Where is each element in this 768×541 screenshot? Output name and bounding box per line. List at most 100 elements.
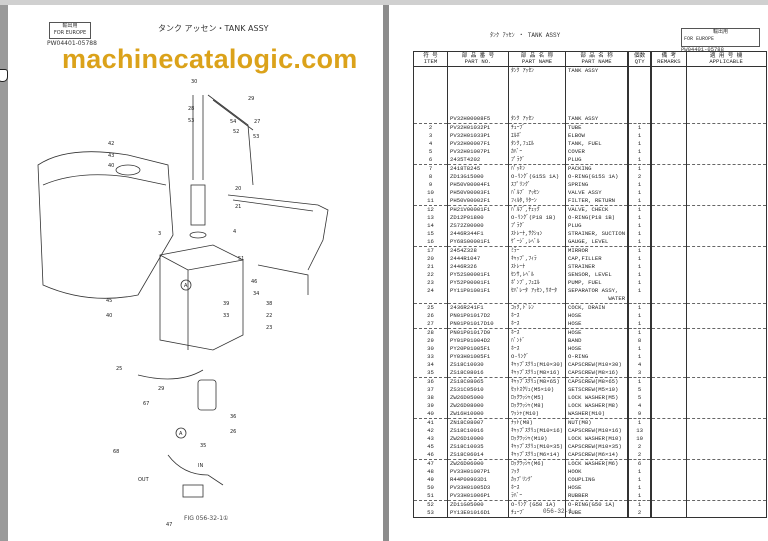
callout-number: 26 [230, 429, 236, 435]
strainer [190, 184, 206, 226]
part-name-en: VALVE, CHECK [565, 205, 629, 214]
applicable [685, 468, 767, 476]
part-name-jp: ｷｬｯﾌﾟｽｸﾘｭ(M10×30) [507, 361, 567, 369]
item-number: 27 [413, 320, 448, 329]
part-name-en: HOOK [565, 468, 629, 476]
column-header-en: REMARKS [657, 58, 681, 65]
callout-number: 67 [143, 401, 149, 407]
part-name-en: LOCK WASHER(M8) [565, 402, 629, 410]
part-name-jp: ｷｬｯﾌﾟ,ﾌｨﾗ [507, 255, 567, 263]
item-number: 11 [413, 197, 448, 206]
part-name-jp: ﾛｯｸﾜｯｼｬ(M8) [507, 402, 567, 410]
applicable [685, 271, 767, 279]
applicable [685, 353, 767, 361]
part-name-en: NUT(M8) [565, 418, 629, 427]
callout-number: 38 [266, 301, 272, 307]
part-number: PY52P00001F1 [447, 279, 509, 287]
item-number: 41 [413, 418, 448, 427]
part-number: PY11P01001F1 [447, 287, 509, 295]
quantity: 1 [627, 230, 653, 238]
part-name-jp: ﾛｯｸﾜｯｼｬ(M6) [507, 459, 567, 468]
quantity: 1 [627, 181, 653, 189]
applicable [685, 263, 767, 271]
callout-number: 40 [108, 163, 114, 169]
part-number: PV32H01033P1 [447, 132, 509, 140]
part-number [447, 295, 509, 304]
column-header-jp: 個数 [634, 51, 646, 59]
applicable [685, 402, 767, 410]
quantity: 5 [627, 386, 653, 394]
part-number: 2446R326 [447, 263, 509, 271]
callout-number: 4 [233, 229, 236, 235]
hand-tool-icon[interactable] [0, 69, 8, 82]
quantity: 1 [627, 279, 653, 287]
quantity: 1 [627, 328, 653, 337]
column-header-jp: 符 号 [423, 51, 438, 59]
part-number: 2444R1047 [447, 255, 509, 263]
part-number: PY13E01016D1 [447, 509, 509, 518]
quantity: 13 [627, 427, 653, 435]
viewer-toolbar [0, 0, 768, 5]
part-name-en: CAPSCREW(M10×30) [565, 361, 629, 369]
assembly-name-jp: ﾀﾝｸ ｱｯｾﾝ [507, 66, 567, 115]
remarks [650, 140, 687, 148]
part-name-en: RUBBER [565, 492, 629, 501]
part-name-en: O-RING(P18 1B) [565, 214, 629, 222]
part-number: ZS18C10035 [447, 443, 509, 451]
column-header-en: ITEM [423, 58, 438, 65]
column-header-jp: 備 考 [661, 51, 677, 59]
applicable [685, 132, 767, 140]
remarks [650, 476, 687, 484]
part-number: PV33H01005D3 [447, 484, 509, 492]
callout-number: 43 [108, 153, 114, 159]
remarks [650, 328, 687, 337]
part-name-jp: ﾌｨﾙﾀ,ﾘﾀｰﾝ [507, 197, 567, 206]
callout-number: IN [198, 463, 203, 469]
remarks [650, 148, 687, 156]
applicable [685, 214, 767, 222]
svg-text:A: A [179, 431, 183, 437]
applicable [685, 173, 767, 181]
callout-number: 34 [253, 291, 259, 297]
part-number: PY20P01005F1 [447, 345, 509, 353]
item-number: 40 [413, 410, 448, 419]
callout-number: 46 [251, 279, 257, 285]
part-name-jp: ﾎｰｽ [507, 345, 567, 353]
part-name-en: WATER [565, 295, 629, 304]
part-name-en: GAUGE, LEVEL [565, 238, 629, 247]
part-number: ZN18C08007 [447, 418, 509, 427]
part-name-jp: ﾎｰｽ [507, 484, 567, 492]
part-name-en: SEPARATOR ASSY, [565, 287, 629, 295]
remarks [650, 271, 687, 279]
tank-top-edge [42, 174, 167, 186]
assembly-header-row: ﾀﾝｸ ｱｯｾﾝ TANK ASSY [413, 66, 767, 115]
quantity: 1 [627, 303, 653, 312]
callout-number: 40 [106, 313, 112, 319]
page-title: タンク アッセン・TANK ASSY [158, 24, 269, 33]
item-number: 46 [413, 451, 448, 460]
item-number: 25 [413, 303, 448, 312]
item-number: 33 [413, 353, 448, 361]
applicable [685, 484, 767, 492]
callout-number: 54 [230, 119, 236, 125]
svg-text:A: A [184, 283, 188, 289]
callout-number: 20 [235, 186, 241, 192]
quantity: 1 [627, 287, 653, 295]
remarks [650, 222, 687, 230]
applicable [685, 435, 767, 443]
remarks [650, 492, 687, 501]
callout-number: 42 [108, 141, 114, 147]
